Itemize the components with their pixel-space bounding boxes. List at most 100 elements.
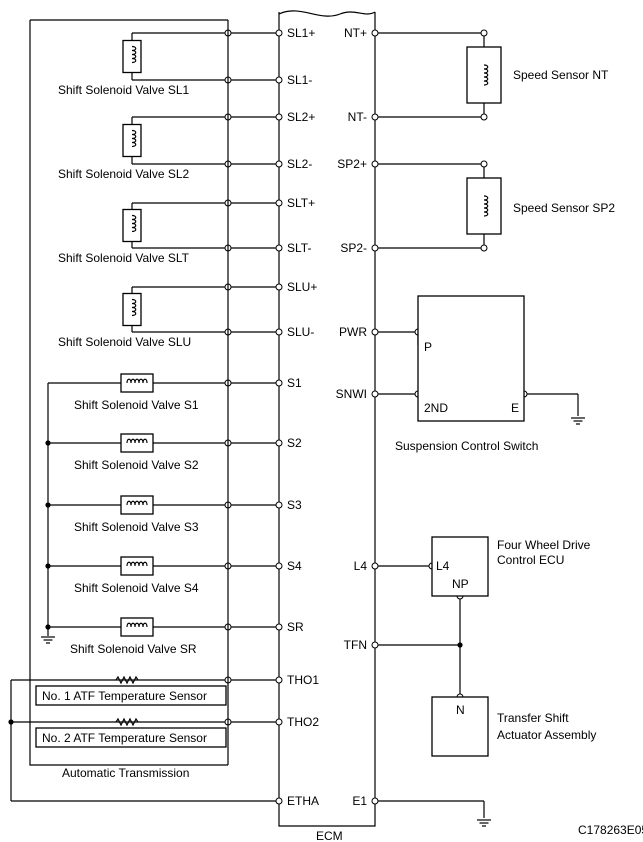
ecm-pin-slu: SLU+ — [287, 280, 317, 294]
junction-dot — [45, 440, 51, 446]
ecm-pin-tho1: THO1 — [287, 673, 319, 687]
ecm-label: ECM — [316, 829, 343, 842]
terminal-node — [371, 160, 379, 168]
ecm-pin-sp2: SP2+ — [337, 157, 367, 171]
fwd-ecu-label-line2: Control ECU — [497, 553, 564, 567]
linear-valve-label-1: Shift Solenoid Valve SL2 — [58, 167, 190, 181]
linear-valve-label-3: Shift Solenoid Valve SLU — [58, 335, 191, 349]
solenoid-coil-icon — [120, 617, 154, 637]
solenoid-coil-icon — [120, 433, 154, 453]
ecm-block: ECM — [278, 10, 376, 842]
solenoid-coil-icon — [120, 495, 154, 515]
transmission-label: Automatic Transmission — [62, 766, 189, 780]
terminal-node — [275, 328, 283, 336]
four-wheel-drive-ecu: L4 NP Four Wheel Drive Control ECU — [431, 536, 591, 597]
ecm-pin-snwi: SNWI — [336, 387, 367, 401]
ecm-pin-l4: L4 — [354, 559, 368, 573]
onoff-valve-label-3: Shift Solenoid Valve S4 — [74, 581, 199, 595]
solenoid-coil-icon — [120, 556, 154, 576]
terminal-node — [275, 718, 283, 726]
speed-sensor-nt-label: Speed Sensor NT — [513, 68, 609, 82]
ecm-pin-tfn: TFN — [344, 638, 367, 652]
terminal-node — [275, 113, 283, 121]
onoff-valve-label-0: Shift Solenoid Valve S1 — [74, 398, 199, 412]
sensor-label-box — [35, 685, 227, 706]
ecm-pin-s3: S3 — [287, 498, 302, 512]
ecm-pin-nt: NT+ — [344, 26, 367, 40]
ecm-pin-sr: SR — [287, 620, 304, 634]
junction-dot — [8, 719, 14, 725]
junction-dot — [45, 563, 51, 569]
terminal-node — [480, 113, 488, 121]
terminal-node — [275, 283, 283, 291]
ground-icon — [41, 636, 55, 644]
actuator-label-line2: Actuator Assembly — [497, 728, 596, 742]
ecm-pin-sp2: SP2- — [340, 241, 367, 255]
ecm-pin-pwr: PWR — [339, 325, 367, 339]
ecm-pin-sl1: SL1+ — [287, 26, 315, 40]
thermistor-icon — [115, 675, 139, 685]
ecm-pin-sl1: SL1- — [287, 73, 312, 87]
terminal-node — [275, 439, 283, 447]
terminal-node — [275, 379, 283, 387]
onoff-valve-label-4: Shift Solenoid Valve SR — [70, 642, 197, 656]
terminal-node — [275, 797, 283, 805]
terminal-node — [275, 160, 283, 168]
sensor-label-box — [35, 727, 227, 748]
speed-sensor-sp2: Speed Sensor SP2 — [513, 201, 615, 215]
solenoid-coil-icon — [122, 39, 142, 74]
solenoid-coil-icon — [122, 208, 142, 243]
terminal-node — [371, 244, 379, 252]
figure-code: C178263E05 — [578, 823, 643, 837]
junction-dot — [457, 642, 463, 648]
actuator-n-pin: N — [456, 703, 465, 717]
ecm-pin-s4: S4 — [287, 559, 302, 573]
thermistor-icon — [115, 717, 139, 727]
terminal-node — [275, 562, 283, 570]
terminal-node — [371, 641, 379, 649]
coil-icon — [483, 64, 489, 86]
terminal-node — [275, 29, 283, 37]
speed-sensor-sp2-label: Speed Sensor SP2 — [513, 201, 615, 215]
ecm-pin-s1: S1 — [287, 376, 302, 390]
ground-icon — [571, 417, 585, 425]
ecm-pin-sl2: SL2- — [287, 157, 312, 171]
ecm-pin-slt: SLT- — [287, 241, 311, 255]
junction-dot — [45, 502, 51, 508]
terminal-node — [275, 623, 283, 631]
components: SL1+SL1-SL2+SL2-SLT+SLT-SLU+SLU-S1S2S3S4… — [35, 26, 585, 827]
ecm-pin-sl2: SL2+ — [287, 110, 315, 124]
sensor-body — [466, 46, 502, 104]
terminal-node — [371, 390, 379, 398]
transmission-block: Automatic Transmission — [29, 19, 228, 780]
fwd-ecu-label-line1: Four Wheel Drive — [497, 538, 591, 552]
speed-sensor-nt: Speed Sensor NT — [513, 68, 609, 82]
fwd-ecu-np-pin: NP — [452, 577, 469, 591]
terminal-node — [480, 244, 488, 252]
ecm-pin-nt: NT- — [348, 110, 367, 124]
switch-e-label: E — [511, 401, 519, 415]
terminal-node — [371, 562, 379, 570]
ecm-pin-etha: ETHA — [287, 794, 319, 808]
onoff-valve-label-1: Shift Solenoid Valve S2 — [74, 458, 199, 472]
switch-p-label: P — [424, 340, 432, 354]
terminal-node — [275, 199, 283, 207]
terminal-node — [480, 29, 488, 37]
switch-label: Suspension Control Switch — [395, 439, 538, 453]
onoff-valve-label-2: Shift Solenoid Valve S3 — [74, 520, 199, 534]
terminal-node — [371, 328, 379, 336]
solenoid-coil-icon — [120, 373, 154, 393]
terminal-node — [275, 76, 283, 84]
ecm-pin-slu: SLU- — [287, 325, 314, 339]
terminal-node — [275, 676, 283, 684]
switch-2nd-label: 2ND — [424, 401, 448, 415]
coil-icon — [483, 195, 489, 217]
ground-icon — [477, 819, 491, 827]
ecm-pin-e1: E1 — [352, 794, 367, 808]
ecm-pin-slt: SLT+ — [287, 196, 315, 210]
terminal-node — [275, 244, 283, 252]
actuator-label-line1: Transfer Shift — [497, 711, 569, 725]
terminal-node — [275, 501, 283, 509]
ecm-pin-tho2: THO2 — [287, 715, 319, 729]
